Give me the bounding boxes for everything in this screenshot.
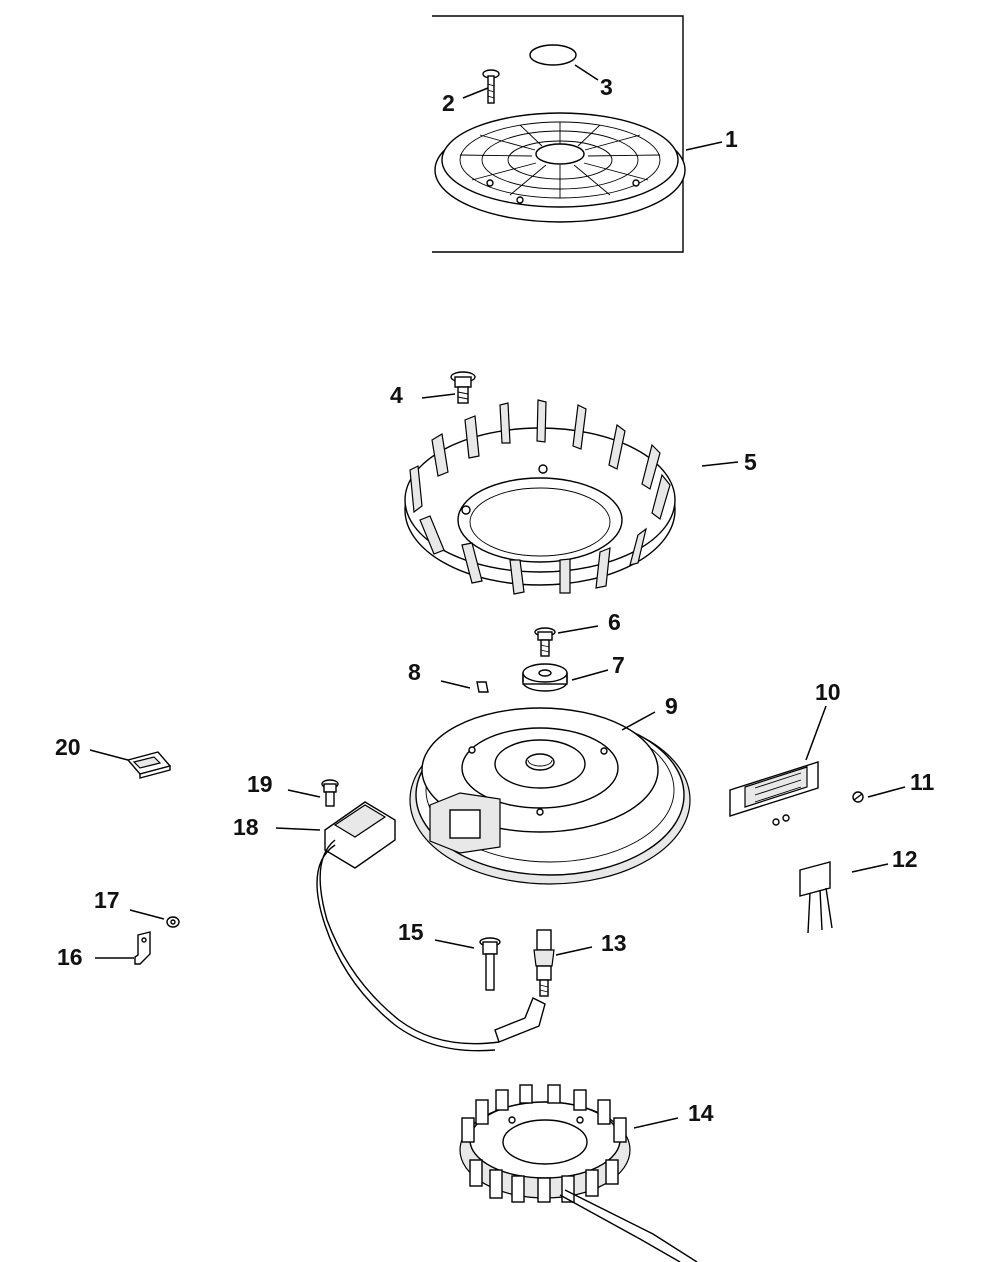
callout-18: 18	[233, 814, 259, 840]
part-12-connector	[799, 861, 833, 934]
part-11-screw	[852, 791, 864, 803]
part-13-spark-plug	[533, 929, 555, 997]
callout-14: 14	[688, 1100, 714, 1126]
callout-17: 17	[94, 887, 120, 913]
callout-1: 1	[725, 126, 738, 152]
part-14-stator	[459, 1084, 698, 1262]
part-2-screw	[482, 69, 500, 104]
leader-lines	[89, 64, 906, 1129]
callout-2: 2	[442, 90, 455, 116]
callout-6: 6	[608, 609, 621, 635]
callout-13: 13	[601, 930, 627, 956]
part-5-fan	[404, 399, 676, 595]
part-18-ignition-module	[316, 801, 546, 1052]
callout-numbers: 1 2 3 4 5 6 7 8 9 10 11 12 13 14 15 16 1…	[55, 74, 935, 1126]
part-15-bolt	[479, 937, 501, 991]
callout-19: 19	[247, 771, 273, 797]
callout-12: 12	[892, 846, 918, 872]
part-7-washer	[522, 663, 568, 692]
part-3-disc	[529, 44, 577, 66]
part-10-rectifier	[729, 761, 819, 826]
part-1-grille	[434, 112, 686, 223]
kit-box-1	[432, 15, 684, 253]
part-4-bolt	[450, 371, 476, 404]
part-16-clamp	[134, 931, 151, 965]
callout-11: 11	[910, 769, 935, 795]
callout-10: 10	[815, 679, 841, 705]
part-20-boot	[126, 751, 172, 779]
callout-4: 4	[390, 382, 403, 408]
callout-8: 8	[408, 659, 421, 685]
callout-9: 9	[665, 693, 678, 719]
callout-16: 16	[57, 944, 83, 970]
part-6-bolt	[534, 627, 556, 657]
callout-7: 7	[612, 652, 625, 678]
callout-20: 20	[55, 734, 81, 760]
part-9-flywheel	[409, 707, 691, 885]
part-8-key	[476, 681, 489, 693]
callout-5: 5	[744, 449, 757, 475]
part-17-washer	[166, 916, 180, 928]
callout-3: 3	[600, 74, 613, 100]
part-19-bolt	[321, 779, 339, 807]
callout-15: 15	[398, 919, 424, 945]
